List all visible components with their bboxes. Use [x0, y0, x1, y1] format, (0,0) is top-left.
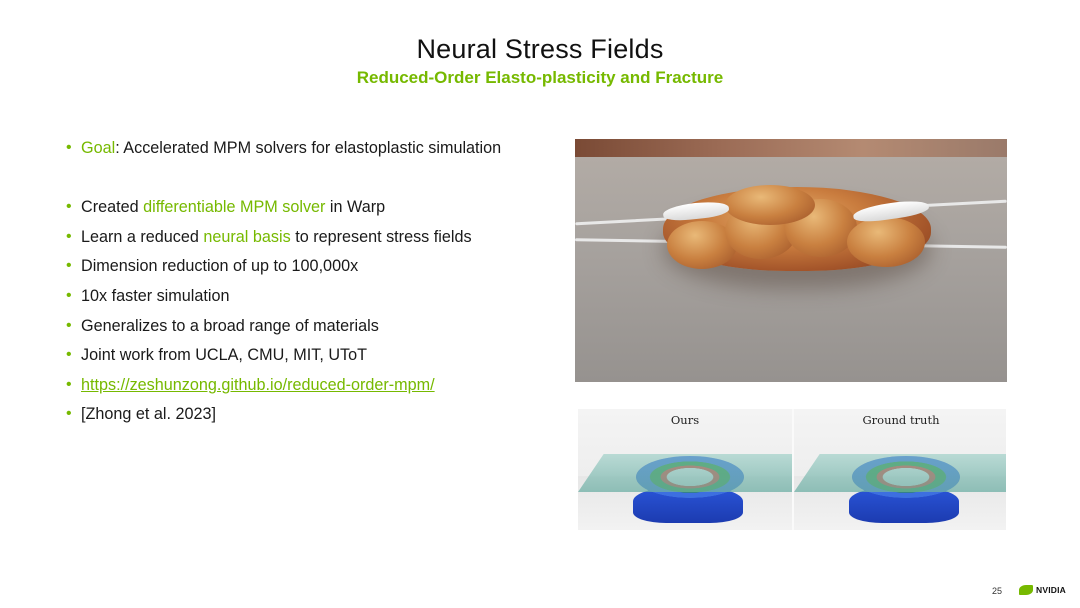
simulation-comparison-image: Ours Ground truth [578, 409, 1006, 530]
page-number: 25 [991, 586, 1002, 596]
slide-title: Neural Stress Fields [416, 34, 664, 64]
glass-plate [578, 454, 792, 492]
highlight-mpm-solver: differentiable MPM solver [143, 198, 326, 217]
panel-ground-truth: Ground truth [794, 409, 1006, 530]
bread-simulation-image [575, 139, 1007, 382]
bullet-text: Learn a reduced [81, 227, 204, 246]
project-link[interactable]: https://zeshunzong.github.io/reduced-ord… [81, 375, 435, 394]
bullet-list: Goal: Accelerated MPM solvers for elasto… [66, 138, 566, 434]
goal-text: : Accelerated MPM solvers for elastoplas… [115, 139, 502, 157]
nvidia-logo: NVIDIA [1019, 583, 1066, 597]
bullet-link: https://zeshunzong.github.io/reduced-ord… [66, 375, 566, 405]
bread-lobe [725, 185, 815, 225]
glass-plate [794, 454, 1006, 492]
slide-subtitle: Reduced-Order Elasto-plasticity and Frac… [356, 68, 724, 87]
bullet-goal: Goal: Accelerated MPM solvers for elasto… [66, 138, 566, 168]
bullet-joint-work: Joint work from UCLA, CMU, MIT, UToT [66, 345, 566, 375]
label-ground-truth: Ground truth [862, 413, 940, 427]
nvidia-eye-icon [1019, 585, 1033, 595]
bullet-faster-simulation: 10x faster simulation [66, 286, 566, 316]
goal-keyword: Goal [81, 139, 116, 157]
label-ours: Ours [670, 413, 700, 427]
highlight-neural-basis: neural basis [203, 227, 291, 246]
bullet-generalizes: Generalizes to a broad range of material… [66, 316, 566, 346]
panel-ours: Ours [578, 409, 792, 530]
bullet-citation: [Zhong et al. 2023] [66, 404, 566, 434]
bullet-text: to represent stress fields [290, 227, 472, 246]
bullet-mpm-solver: Created differentiable MPM solver in War… [66, 197, 566, 227]
logo-wordmark: NVIDIA [1036, 585, 1067, 595]
bullet-text: Created [81, 198, 144, 217]
bread-lobe [847, 217, 925, 267]
bullet-dimension-reduction: Dimension reduction of up to 100,000x [66, 256, 566, 286]
bullet-neural-basis: Learn a reduced neural basis to represen… [66, 227, 566, 257]
background-wall [575, 139, 1007, 157]
bullet-text: in Warp [325, 198, 386, 217]
